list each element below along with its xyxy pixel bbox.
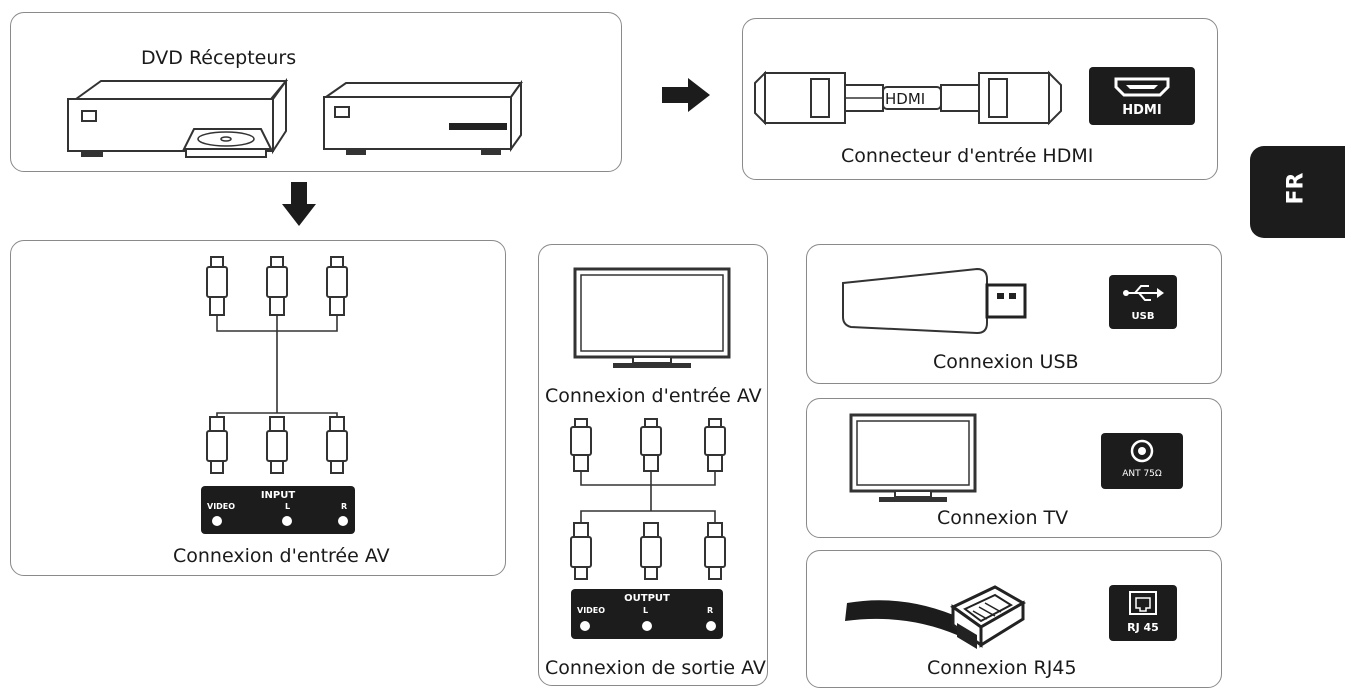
- rj45-port-label: RJ 45: [1127, 621, 1159, 634]
- hdmi-panel: HDMI HDMI Connecteur d'entrée HDMI: [742, 18, 1218, 180]
- av-input-jack-video: VIDEO: [207, 502, 236, 511]
- rca-cable-input-icon: [206, 256, 348, 474]
- tv-monitor-icon: [573, 267, 731, 368]
- usb-stick-icon: [842, 267, 1027, 335]
- ethernet-cable-icon: [845, 585, 1027, 649]
- dvd-receivers-panel: DVD Récepteurs: [10, 12, 622, 172]
- hdmi-port-label: HDMI: [1122, 103, 1162, 118]
- hdmi-port-icon: [1114, 77, 1170, 97]
- coax-socket-icon: [1130, 439, 1154, 463]
- arrow-right-icon: [662, 78, 710, 112]
- language-tab-label: FR: [1283, 172, 1309, 205]
- av-output-jack-panel: OUTPUT VIDEO L R: [571, 589, 723, 639]
- rca-cable-output-icon: [570, 418, 726, 580]
- hdmi-port-badge: HDMI: [1089, 67, 1195, 125]
- av-input-caption: Connexion d'entrée AV: [173, 545, 390, 567]
- av-output-tv-caption: Connexion d'entrée AV: [545, 385, 762, 407]
- antenna-port-label: ANT 75Ω: [1122, 469, 1162, 479]
- tv-caption: Connexion TV: [937, 507, 1069, 529]
- av-input-jack-sockets: [212, 516, 348, 526]
- usb-symbol-icon: [1123, 285, 1164, 301]
- usb-panel: USB Connexion USB: [806, 244, 1222, 384]
- tv-panel: ANT 75Ω Connexion TV: [806, 398, 1222, 538]
- language-tab: FR: [1250, 146, 1345, 238]
- av-output-jack-r: R: [707, 606, 714, 615]
- usb-port-badge: USB: [1109, 275, 1177, 329]
- av-output-caption: Connexion de sortie AV: [545, 657, 766, 679]
- av-output-panel: Connexion d'entrée AV OUTPUT VIDEO L R C…: [538, 244, 768, 686]
- av-output-jack-video: VIDEO: [577, 606, 606, 615]
- rj45-port-badge: RJ 45: [1109, 585, 1177, 641]
- av-input-jack-l: L: [285, 502, 291, 511]
- av-input-jack-r: R: [341, 502, 348, 511]
- hdmi-cable-icon: [754, 70, 1062, 126]
- usb-caption: Connexion USB: [933, 351, 1079, 373]
- av-output-jack-title: OUTPUT: [624, 593, 670, 604]
- dvd-player-icon: [67, 77, 289, 158]
- rj45-caption: Connexion RJ45: [927, 657, 1077, 679]
- av-input-panel: INPUT VIDEO L R Connexion d'entrée AV: [10, 240, 506, 576]
- tv-icon: [849, 413, 977, 502]
- av-output-jack-sockets: [580, 621, 716, 631]
- antenna-port-badge: ANT 75Ω: [1101, 433, 1183, 489]
- av-output-jack-l: L: [643, 606, 649, 615]
- usb-port-label: USB: [1131, 311, 1155, 322]
- hdmi-cable-label: HDMI: [885, 90, 926, 108]
- rj45-panel: RJ 45 Connexion RJ45: [806, 550, 1222, 688]
- hdmi-caption: Connecteur d'entrée HDMI: [841, 145, 1094, 167]
- rj45-socket-icon: [1129, 591, 1157, 615]
- receiver-box-icon: [322, 79, 523, 155]
- av-input-jack-panel: INPUT VIDEO L R: [201, 486, 355, 534]
- arrow-down-icon: [282, 182, 316, 226]
- av-input-jack-title: INPUT: [260, 490, 296, 501]
- dvd-panel-title: DVD Récepteurs: [141, 47, 297, 69]
